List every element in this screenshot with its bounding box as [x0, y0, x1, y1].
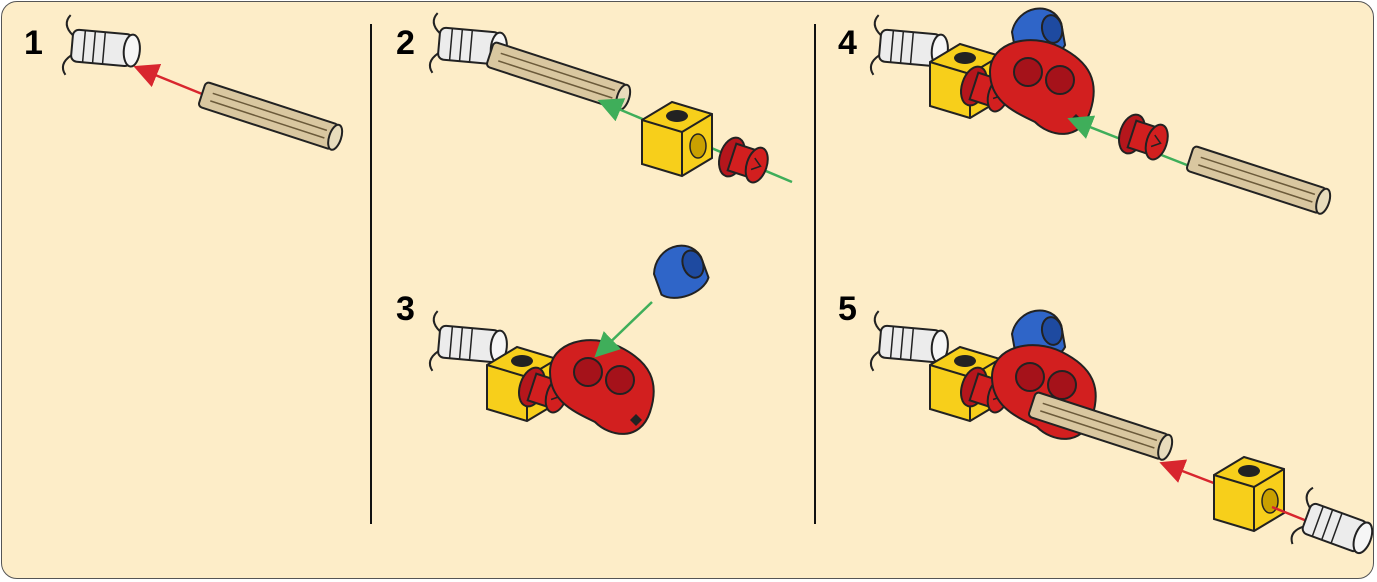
assembly-arrow-icon — [133, 63, 213, 100]
tan-axle-icon — [1184, 144, 1334, 217]
step-number-2: 2 — [396, 24, 415, 62]
tan-axle-icon — [196, 80, 346, 153]
yellow-technic-brick-icon — [641, 101, 713, 177]
step-1-drawing — [61, 13, 346, 153]
step-number-3: 3 — [396, 290, 415, 328]
step-number-1: 1 — [24, 24, 43, 62]
step-5-drawing — [869, 305, 1373, 570]
step-divider — [814, 24, 816, 524]
step-number-5: 5 — [838, 290, 857, 328]
red-bush-icon — [713, 133, 774, 189]
assembly-arrow-icon — [594, 301, 653, 358]
step-divider — [370, 24, 372, 524]
yellow-technic-brick-icon — [1213, 456, 1285, 532]
red-double-connector-icon — [989, 39, 1095, 135]
white-axle-connector-icon — [61, 13, 144, 83]
blue-pin-icon — [646, 238, 713, 305]
white-axle-connector-icon — [1288, 485, 1373, 570]
step-2-drawing — [428, 11, 793, 189]
step-4-drawing — [869, 3, 1334, 217]
tan-axle-icon — [484, 40, 634, 113]
step-3-drawing — [428, 238, 713, 435]
step-number-4: 4 — [838, 24, 857, 62]
red-double-connector-icon — [549, 339, 655, 435]
